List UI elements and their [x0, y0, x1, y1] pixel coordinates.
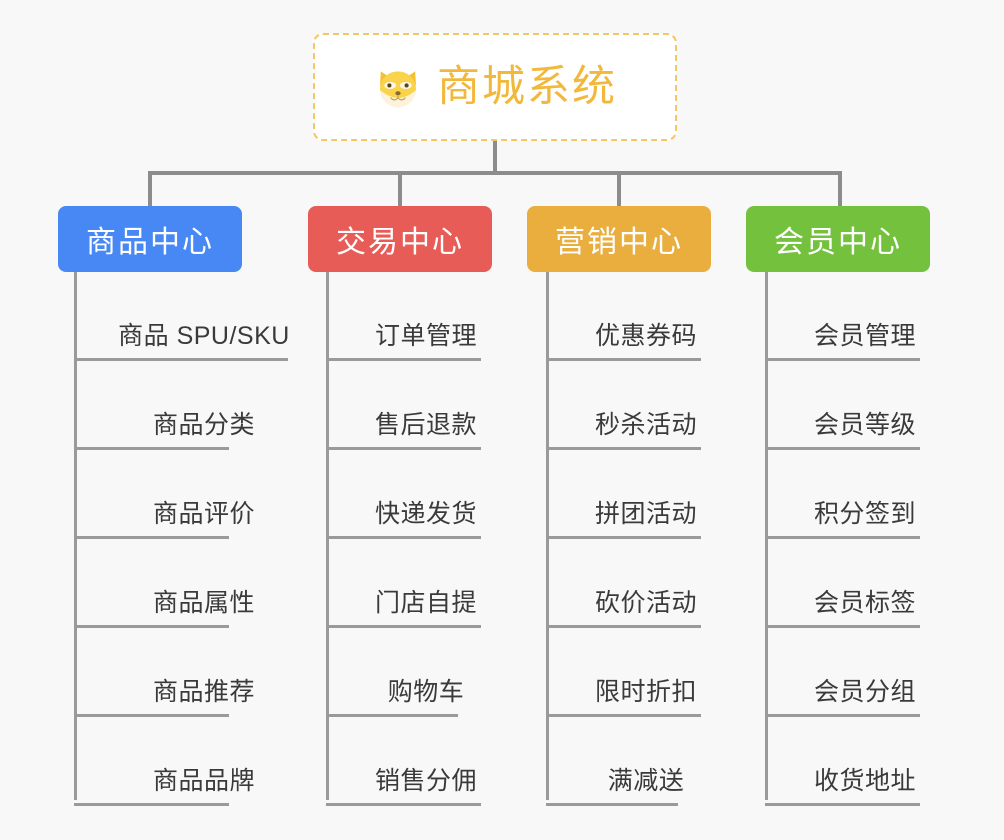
leaf-label: 会员标签	[813, 589, 916, 617]
leaf-label: 砍价活动	[594, 589, 697, 617]
leaf-list: 商品 SPU/SKU 商品分类 商品评价 商品属性 商品推荐 商品品牌	[74, 272, 334, 806]
leaf-rule	[326, 358, 481, 361]
list-item[interactable]: 积分签到	[765, 450, 965, 539]
category-label: 营销中心	[555, 226, 683, 259]
list-item[interactable]: 快递发货	[326, 450, 526, 539]
connector-drop-3	[617, 171, 621, 208]
list-item[interactable]: 销售分佣	[326, 717, 526, 806]
category-box-product-center[interactable]: 商品中心	[58, 206, 242, 272]
leaf-label: 商品属性	[152, 589, 255, 617]
list-item[interactable]: 秒杀活动	[546, 361, 746, 450]
leaf-label: 门店自提	[374, 589, 477, 617]
leaf-label: 会员等级	[813, 411, 916, 439]
category-box-trade-center[interactable]: 交易中心	[308, 206, 492, 272]
connector-drop-2	[398, 171, 402, 208]
leaf-rule	[74, 625, 229, 628]
leaf-list: 优惠券码 秒杀活动 拼团活动 砍价活动 限时折扣 满减送	[546, 272, 746, 806]
leaf-label: 秒杀活动	[594, 411, 697, 439]
leaf-rule	[326, 803, 481, 806]
leaf-label: 拼团活动	[594, 500, 697, 528]
list-item[interactable]: 商品属性	[74, 539, 334, 628]
leaf-rule	[765, 714, 920, 717]
leaf-label: 商品分类	[152, 411, 255, 439]
list-item[interactable]: 商品分类	[74, 361, 334, 450]
leaf-label: 会员分组	[813, 678, 916, 706]
list-item[interactable]: 商品 SPU/SKU	[74, 272, 334, 361]
list-item[interactable]: 砍价活动	[546, 539, 746, 628]
list-item[interactable]: 会员分组	[765, 628, 965, 717]
leaf-label: 商品推荐	[152, 678, 255, 706]
leaf-label: 满减送	[607, 767, 685, 795]
list-item[interactable]: 售后退款	[326, 361, 526, 450]
leaf-rule	[326, 447, 481, 450]
leaf-rule	[765, 536, 920, 539]
leaf-list: 会员管理 会员等级 积分签到 会员标签 会员分组 收货地址	[765, 272, 965, 806]
list-item[interactable]: 商品品牌	[74, 717, 334, 806]
leaf-rule	[765, 447, 920, 450]
leaf-label: 商品品牌	[152, 767, 255, 795]
shiba-dog-face-icon	[380, 71, 416, 108]
connector-drop-4	[838, 171, 842, 208]
leaf-rule	[765, 625, 920, 628]
leaf-label: 售后退款	[374, 411, 477, 439]
leaf-label: 销售分佣	[374, 767, 477, 795]
leaf-rule	[74, 536, 229, 539]
leaf-rule	[546, 447, 701, 450]
list-item[interactable]: 拼团活动	[546, 450, 746, 539]
list-item[interactable]: 商品推荐	[74, 628, 334, 717]
list-item[interactable]: 会员等级	[765, 361, 965, 450]
leaf-list: 订单管理 售后退款 快递发货 门店自提 购物车 销售分佣	[326, 272, 526, 806]
leaf-label: 商品评价	[152, 500, 255, 528]
leaf-label: 限时折扣	[594, 678, 697, 706]
leaf-rule	[74, 803, 229, 806]
leaf-rule	[74, 714, 229, 717]
leaf-rule	[326, 714, 458, 717]
leaf-rule	[546, 625, 701, 628]
leaf-label: 购物车	[387, 678, 465, 706]
list-item[interactable]: 优惠券码	[546, 272, 746, 361]
leaf-rule	[326, 536, 481, 539]
leaf-rule	[546, 803, 678, 806]
leaf-label: 积分签到	[813, 500, 916, 528]
category-box-marketing-center[interactable]: 营销中心	[527, 206, 711, 272]
connector-drop-1	[148, 171, 152, 208]
list-item[interactable]: 会员标签	[765, 539, 965, 628]
list-item[interactable]: 订单管理	[326, 272, 526, 361]
list-item[interactable]: 商品评价	[74, 450, 334, 539]
leaf-rule	[546, 536, 701, 539]
leaf-rule	[326, 625, 481, 628]
connector-bus	[148, 171, 842, 175]
leaf-label: 商品 SPU/SKU	[118, 322, 290, 350]
leaf-label: 收货地址	[813, 767, 916, 795]
leaf-rule	[765, 803, 920, 806]
list-item[interactable]: 门店自提	[326, 539, 526, 628]
root-title: 商城系统	[437, 62, 617, 111]
leaf-label: 订单管理	[374, 322, 477, 350]
category-box-member-center[interactable]: 会员中心	[746, 206, 930, 272]
connector-trunk	[493, 141, 497, 173]
category-label: 交易中心	[336, 226, 464, 259]
leaf-label: 快递发货	[374, 500, 477, 528]
list-item[interactable]: 收货地址	[765, 717, 965, 806]
list-item[interactable]: 满减送	[546, 717, 746, 806]
leaf-label: 会员管理	[813, 322, 916, 350]
list-item[interactable]: 会员管理	[765, 272, 965, 361]
leaf-rule	[546, 714, 701, 717]
list-item[interactable]: 限时折扣	[546, 628, 746, 717]
category-label: 会员中心	[774, 226, 902, 259]
leaf-rule	[546, 358, 701, 361]
leaf-rule	[74, 447, 229, 450]
category-label: 商品中心	[86, 226, 214, 259]
list-item[interactable]: 购物车	[326, 628, 526, 717]
leaf-label: 优惠券码	[594, 322, 697, 350]
root-node[interactable]: 商城系统	[313, 33, 677, 141]
leaf-rule	[765, 358, 920, 361]
leaf-rule	[74, 358, 288, 361]
